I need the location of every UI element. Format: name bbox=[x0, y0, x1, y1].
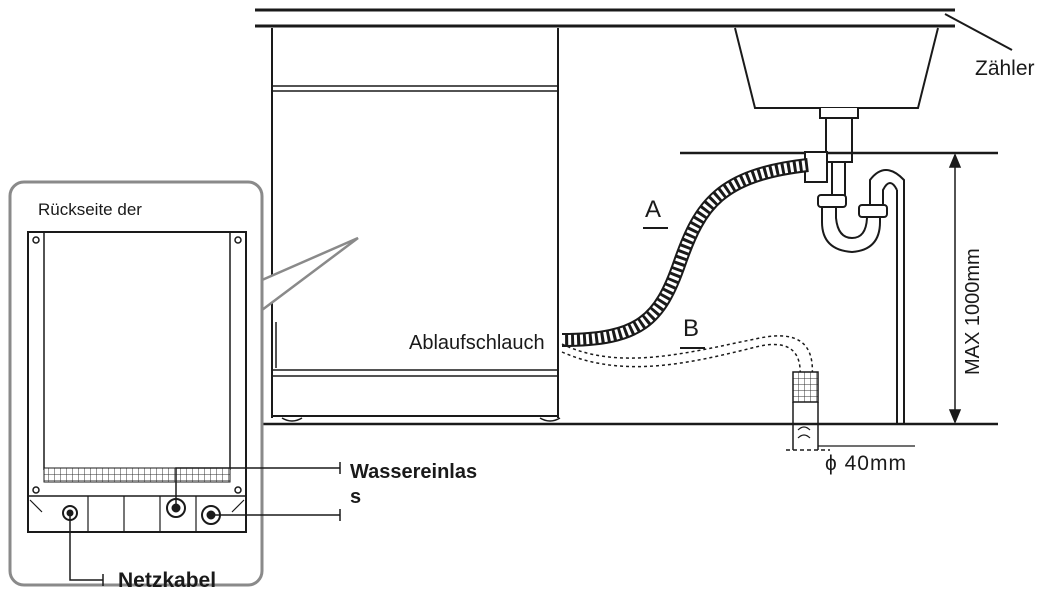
pipe-diameter-label: ϕ 40mm bbox=[825, 452, 907, 475]
height-dimension bbox=[948, 153, 962, 424]
drain-hose-label: Ablaufschlauch bbox=[409, 332, 545, 354]
drain-hose-a bbox=[561, 158, 809, 347]
standpipe bbox=[786, 371, 915, 451]
dishwasher bbox=[271, 28, 561, 422]
water-inlet-label: Wassereinlass bbox=[350, 461, 478, 508]
sink bbox=[734, 27, 939, 163]
inset-panel bbox=[8, 180, 264, 587]
countertop bbox=[255, 8, 1013, 51]
back-of-label: Rückseite der bbox=[38, 200, 142, 219]
leader-lines bbox=[69, 462, 341, 586]
callout-pointer bbox=[261, 236, 359, 311]
drain-hose-b bbox=[561, 335, 814, 379]
rear-view bbox=[27, 231, 247, 533]
hose-a-label: A bbox=[645, 196, 662, 223]
hose-b-label: B bbox=[683, 315, 700, 342]
counter-label: Zähler bbox=[975, 57, 1035, 80]
max-height-label: MAX 1000mm bbox=[962, 248, 984, 375]
siphon bbox=[680, 151, 998, 424]
power-cable-label: Netzkabel bbox=[118, 569, 217, 592]
